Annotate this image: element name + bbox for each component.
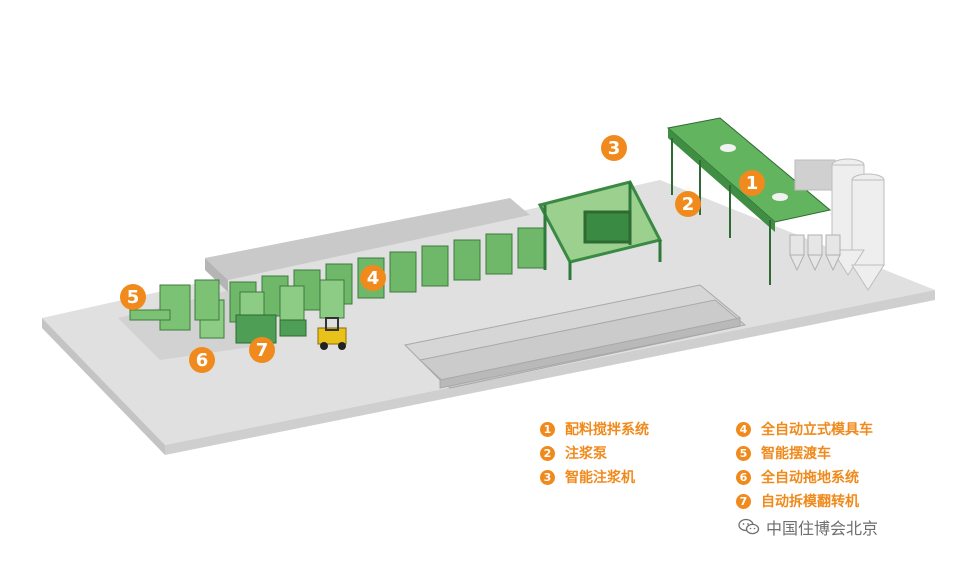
cement-silos — [794, 158, 885, 291]
legend-number-3: 3 — [540, 469, 555, 485]
scene-marker-circle — [601, 135, 627, 161]
curing-hall-side — [205, 258, 228, 292]
scene-marker-6: 6 — [189, 347, 215, 373]
scene-marker-3: 3 — [601, 135, 627, 161]
ferry-car-area — [129, 279, 220, 331]
legend-item-7: 7 自动拆模翻转机 — [736, 490, 859, 512]
legend-label-2: 注浆泵 — [565, 446, 607, 462]
legend-label-6: 全自动拖地系统 — [761, 470, 859, 486]
finished-panel-stacks — [403, 284, 747, 389]
legend-label-5: 智能摆渡车 — [761, 446, 831, 462]
scene-marker-number: 2 — [682, 194, 695, 215]
legend-label-3: 智能注浆机 — [565, 470, 635, 486]
scene-marker-circle — [189, 347, 215, 373]
legend-number-7: 7 — [736, 493, 751, 509]
scene-marker-number: 4 — [367, 268, 380, 289]
scene-marker-number: 1 — [746, 173, 759, 194]
scene-marker-4: 4 — [360, 265, 386, 291]
legend-item-3: 3 智能注浆机 — [540, 466, 635, 488]
grouting-machine — [537, 180, 663, 280]
scene-marker-number: 6 — [196, 350, 209, 371]
scene-marker-circle — [739, 170, 765, 196]
scene-marker-5: 5 — [120, 284, 146, 310]
floor-edge — [42, 318, 165, 455]
legend-item-4: 4 全自动立式模具车 — [736, 418, 873, 440]
floor-slab — [42, 180, 935, 445]
legend-number-6: 6 — [736, 469, 751, 485]
scene-marker-circle — [675, 191, 701, 217]
legend-item-5: 5 智能摆渡车 — [736, 442, 831, 464]
legend-label-1: 配料搅拌系统 — [565, 422, 649, 438]
curing-hall-roof — [205, 198, 530, 280]
scene-marker-7: 7 — [249, 337, 275, 363]
legend-item-2: 2 注浆泵 — [540, 442, 607, 464]
floor-pit — [118, 290, 265, 360]
forklift — [317, 317, 347, 350]
legend-number-5: 5 — [736, 445, 751, 461]
wechat-icon — [738, 518, 760, 535]
batching-platform — [666, 117, 832, 285]
floor-edge-front — [165, 290, 935, 455]
legend-number-1: 1 — [540, 421, 555, 437]
legend: 1 配料搅拌系统 2 注浆泵 3 智能注浆机 4 全自动立式模具车 5 智能摆渡… — [540, 418, 940, 528]
watermark: 中国住博会北京 — [738, 514, 878, 540]
scene-marker-number: 5 — [127, 287, 140, 308]
legend-number-2: 2 — [540, 445, 555, 461]
scene-marker-2: 2 — [675, 191, 701, 217]
watermark-text: 中国住博会北京 — [766, 519, 879, 538]
legend-label-4: 全自动立式模具车 — [761, 422, 873, 438]
legend-number-4: 4 — [736, 421, 751, 437]
scene-marker-number: 3 — [608, 138, 621, 159]
mixer-hoppers — [789, 234, 841, 272]
scene-marker-circle — [360, 265, 386, 291]
demould-flip-machine — [235, 314, 307, 344]
legend-label-7: 自动拆模翻转机 — [761, 494, 859, 510]
scene-marker-circle — [249, 337, 275, 363]
legend-item-1: 1 配料搅拌系统 — [540, 418, 649, 440]
mold-car-front-row — [199, 279, 345, 339]
legend-item-6: 6 全自动拖地系统 — [736, 466, 859, 488]
scene-marker-circle — [120, 284, 146, 310]
scene-marker-1: 1 — [739, 170, 765, 196]
scene-marker-number: 7 — [256, 340, 269, 361]
